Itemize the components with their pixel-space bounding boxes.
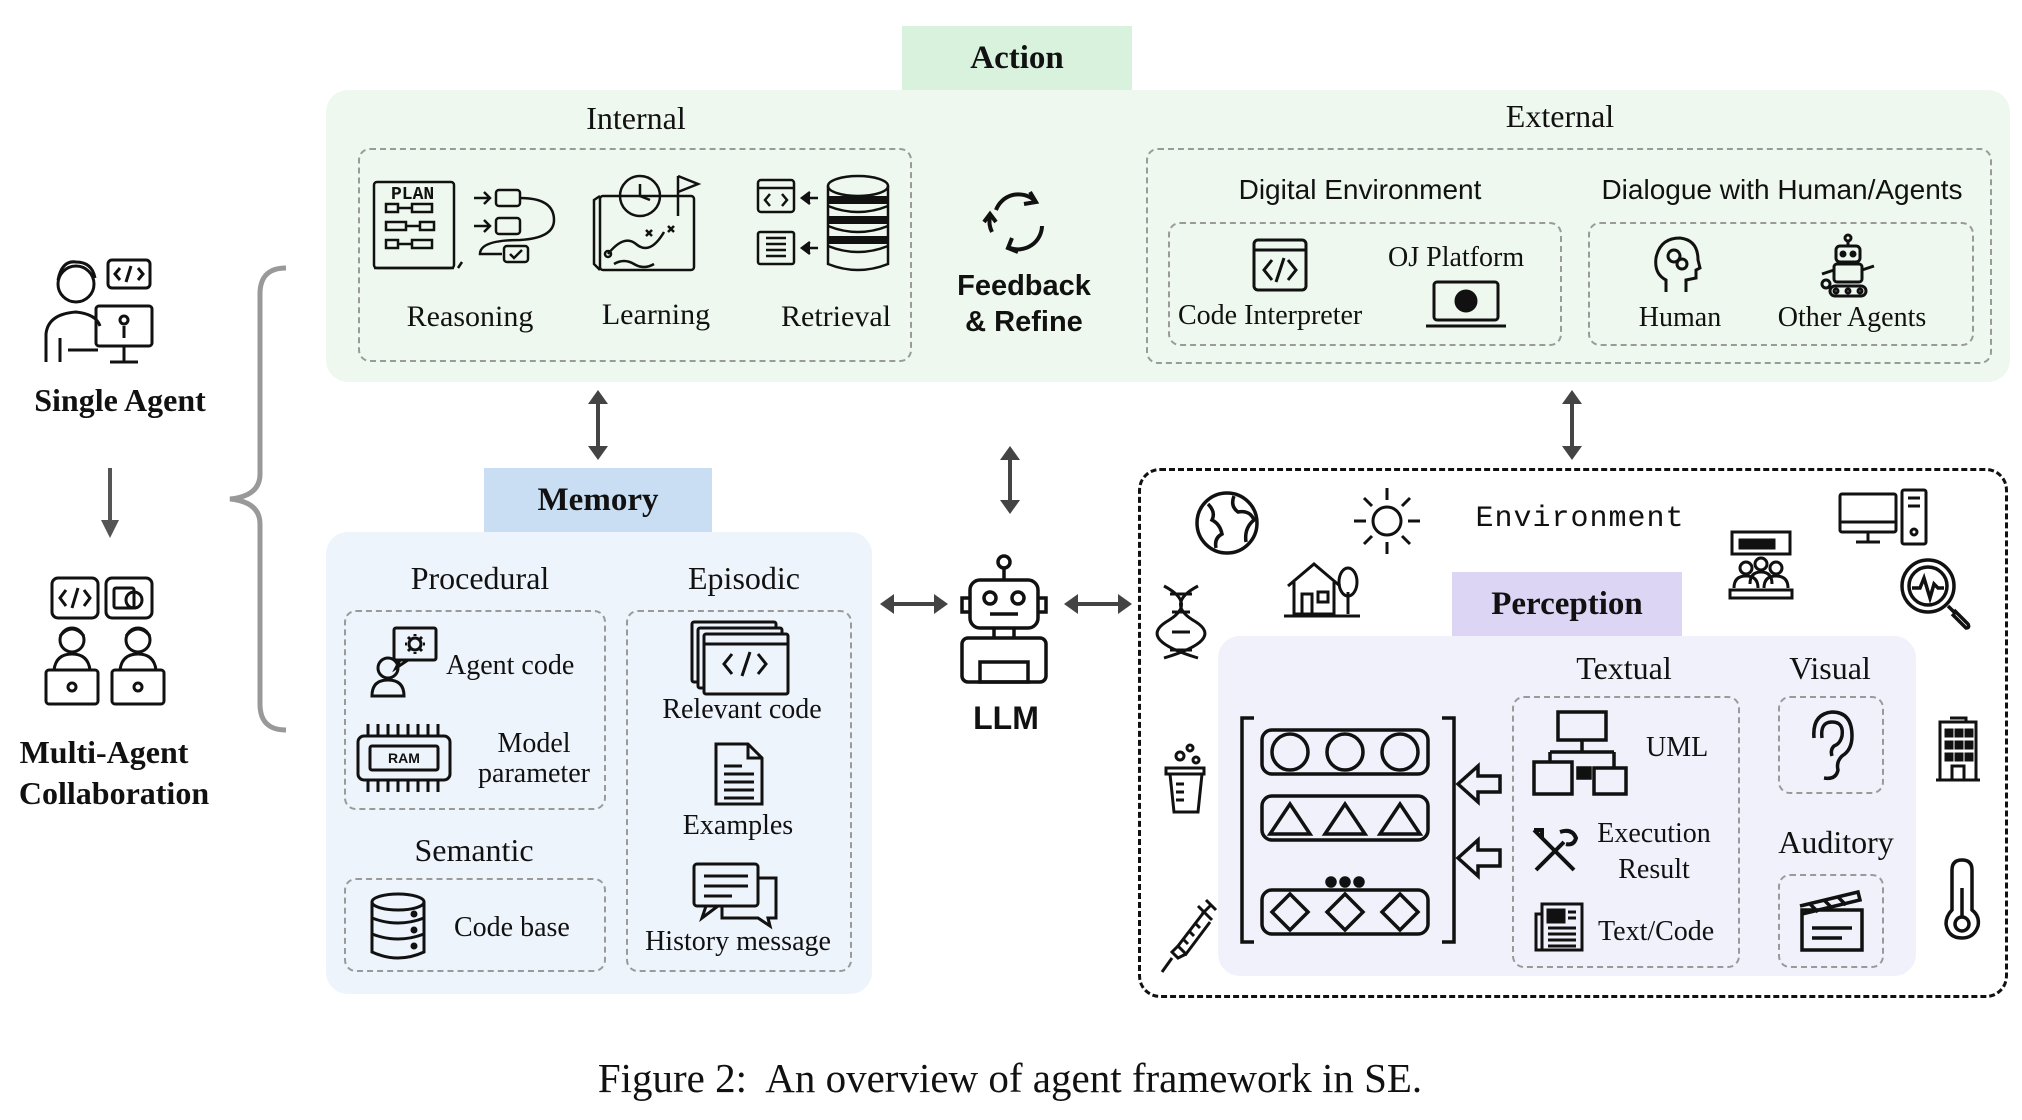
dialogue-box	[1588, 222, 1974, 346]
model-parameter-label-line2: parameter	[478, 758, 590, 789]
history-message-label: History message	[645, 926, 831, 957]
relevant-code-label: Relevant code	[662, 694, 822, 725]
textual-title: Textual	[1576, 650, 1672, 686]
text-code-document-icon	[1534, 902, 1584, 952]
arrow-left-icon-1	[1456, 764, 1502, 804]
robot-agents-icon	[1818, 234, 1878, 298]
episodic-title: Episodic	[688, 560, 800, 596]
code-base-label: Code base	[454, 912, 570, 943]
lab-jar-icon	[1164, 742, 1206, 814]
procedural-box	[344, 610, 606, 810]
refresh-icon	[982, 186, 1052, 256]
dna-icon	[1158, 584, 1204, 660]
uml-icon	[1532, 710, 1628, 796]
laptop-icon	[1424, 280, 1508, 330]
ram-chip-icon	[356, 722, 452, 794]
human-brain-icon	[1652, 236, 1702, 294]
agent-code-label: Agent code	[446, 650, 575, 681]
code-base-database-icon	[368, 892, 428, 962]
figure-caption: Figure 2: An overview of agent framework…	[597, 1055, 1423, 1101]
feature-matrix	[1240, 716, 1456, 944]
dialogue-title: Dialogue with Human/Agents	[1601, 174, 1963, 205]
memory-llm-arrow	[880, 594, 948, 614]
plan-icon-label: PLAN	[391, 185, 435, 205]
multi-agent-label-line2: Collaboration	[18, 775, 210, 811]
sun-icon	[1352, 486, 1422, 556]
code-interpreter-icon	[1252, 238, 1308, 292]
house-icon	[1284, 556, 1360, 618]
internal-box	[358, 148, 912, 362]
action-header: Action	[902, 26, 1132, 90]
execution-result-label-line2: Result	[1618, 854, 1690, 885]
arrow-left-icon-2	[1456, 838, 1502, 878]
oj-platform-label: OJ Platform	[1388, 242, 1525, 273]
memory-action-arrow	[588, 390, 608, 460]
digital-environment-title: Digital Environment	[1238, 174, 1482, 205]
server-monitor-icon	[1838, 488, 1928, 546]
external-title: External	[1505, 98, 1615, 134]
semantic-box	[344, 878, 606, 972]
llm-robot-icon	[956, 554, 1052, 684]
visual-box	[1778, 696, 1884, 794]
learning-label: Learning	[601, 298, 711, 331]
environment-box	[1138, 468, 2008, 998]
multi-agent-icon	[42, 576, 172, 706]
retrieval-label: Retrieval	[781, 300, 891, 333]
search-pulse-icon	[1898, 556, 1974, 632]
ram-chip-label: RAM	[388, 750, 420, 766]
external-box	[1146, 148, 1992, 364]
examples-document-icon	[714, 742, 764, 806]
curly-brace	[220, 264, 290, 734]
human-label: Human	[1638, 302, 1722, 333]
digital-environment-box	[1168, 222, 1562, 346]
perception-header: Perception	[1452, 572, 1682, 636]
feedback-label-line1: Feedback	[957, 270, 1091, 302]
globe-icon	[1194, 490, 1260, 556]
examples-label: Examples	[682, 810, 794, 841]
procedural-title: Procedural	[410, 560, 550, 596]
auditory-box	[1778, 874, 1884, 968]
history-message-icon	[692, 862, 778, 928]
clapperboard-icon	[1796, 888, 1868, 952]
memory-panel	[326, 532, 872, 994]
text-code-label: Text/Code	[1598, 916, 1715, 947]
execution-result-label-line1: Execution	[1597, 818, 1711, 849]
auditory-title: Auditory	[1778, 824, 1894, 860]
relevant-code-icon	[690, 620, 790, 696]
multi-agent-label-line1: Multi-Agent	[19, 734, 189, 770]
episodic-box	[626, 610, 852, 972]
reasoning-label: Reasoning	[406, 300, 534, 333]
model-parameter-label-line1: Model	[497, 728, 571, 759]
syringe-icon	[1160, 896, 1220, 974]
single-agent-label: Single Agent	[34, 382, 206, 418]
other-agents-label: Other Agents	[1777, 302, 1927, 333]
agent-code-icon	[370, 626, 438, 698]
internal-title: Internal	[586, 100, 686, 136]
llm-environment-arrow	[1064, 594, 1132, 614]
thermometer-icon	[1938, 858, 1982, 940]
single-agent-icon	[38, 250, 158, 370]
code-interpreter-label: Code Interpreter	[1178, 300, 1363, 331]
visual-title: Visual	[1789, 650, 1871, 686]
presentation-meeting-icon	[1726, 530, 1796, 600]
retrieval-icon	[754, 172, 894, 272]
uml-label: UML	[1646, 732, 1709, 763]
feedback-label-line2: & Refine	[965, 306, 1083, 338]
ear-icon	[1806, 710, 1856, 780]
llm-label: LLM	[973, 700, 1039, 736]
semantic-title: Semantic	[414, 832, 534, 868]
environment-action-arrow	[1562, 390, 1582, 460]
environment-title: Environment	[1475, 502, 1685, 536]
llm-action-arrow	[1000, 446, 1020, 514]
memory-header: Memory	[484, 468, 712, 532]
arrow-down-icon	[101, 468, 119, 538]
plan-flowchart-icon	[372, 180, 572, 270]
textual-box	[1512, 696, 1740, 968]
tools-icon	[1530, 826, 1580, 876]
building-icon	[1934, 716, 1982, 782]
learning-icon	[594, 170, 708, 274]
